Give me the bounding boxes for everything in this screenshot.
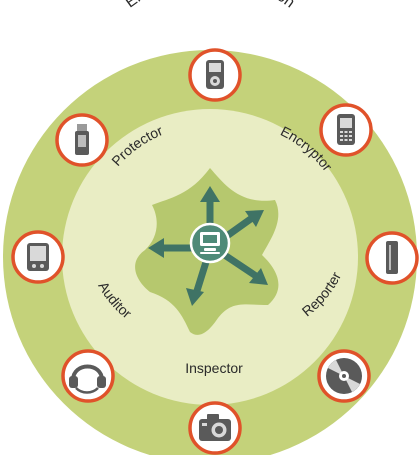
computer-icon <box>189 222 231 264</box>
smartphone-icon <box>319 103 373 157</box>
external-drive-icon <box>365 231 419 285</box>
diagram-title: Endpoint Data Protection <box>122 0 298 11</box>
optical-disc-icon <box>317 349 371 403</box>
pda-icon <box>11 230 65 284</box>
arrows <box>148 186 268 306</box>
headset-icon <box>61 349 115 403</box>
media-player-icon <box>188 48 242 102</box>
camera-icon <box>188 401 242 455</box>
usb-drive-icon <box>55 113 109 167</box>
label-inspector: Inspector <box>185 360 243 376</box>
